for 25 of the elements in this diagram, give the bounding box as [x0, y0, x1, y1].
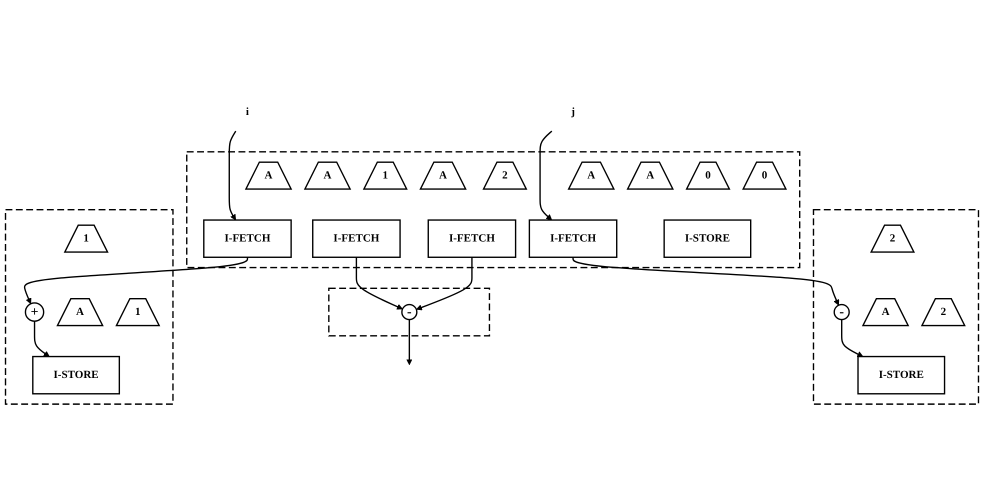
node-box: [857, 356, 946, 394]
node-box: [32, 356, 120, 394]
arrow: [539, 130, 552, 220]
arrow: [34, 321, 50, 357]
node-box: [528, 219, 618, 258]
arrow: [416, 257, 473, 310]
node-box: [428, 219, 516, 258]
node-text: i: [246, 106, 249, 118]
node-text: j: [571, 106, 575, 118]
cluster: [186, 151, 800, 268]
cluster: [328, 288, 490, 337]
arrow: [572, 257, 840, 306]
node-box: [312, 219, 401, 258]
node-circle: [401, 304, 418, 320]
arrow: [228, 130, 236, 220]
arrow: [356, 257, 403, 310]
cluster: [812, 209, 980, 405]
arrow: [406, 320, 412, 366]
node-box: [203, 219, 292, 258]
arrow: [24, 257, 248, 304]
node-circle: [24, 302, 44, 322]
arrow: [841, 320, 864, 357]
cluster: [4, 209, 174, 405]
node-circle: [834, 304, 850, 320]
node-box: [663, 219, 752, 258]
